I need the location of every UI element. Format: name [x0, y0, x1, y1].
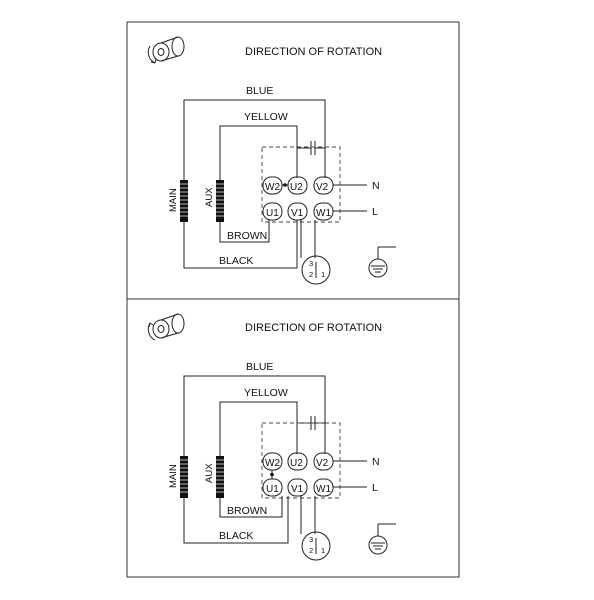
thermal-terminal-1: 1 [321, 270, 325, 279]
brown-wire [219, 220, 270, 243]
blue-wire [183, 375, 326, 456]
thermal-protector-icon: 3 2 1 [301, 255, 331, 285]
thermal-terminal-2: 2 [309, 270, 313, 279]
terminal-u1: U1 [262, 478, 283, 497]
yellow-wire-label: YELLOW [244, 387, 288, 399]
terminal-w2: W2 [262, 452, 283, 471]
black-wire-label: BLACK [219, 255, 253, 267]
terminal-w2-label: W2 [265, 182, 280, 193]
blue-wire-label: BLUE [246, 361, 273, 373]
brown-wire [219, 496, 283, 518]
terminal-w1: W1 [313, 202, 334, 221]
thermal-terminal-1: 1 [321, 546, 325, 555]
terminal-v1-label: V1 [291, 484, 304, 495]
terminal-u2: U2 [287, 452, 308, 471]
panel-frame [126, 21, 460, 300]
brown-wire-label: BROWN [227, 505, 267, 517]
blue-wire [183, 99, 326, 180]
yellow-wire-label: YELLOW [244, 111, 288, 123]
counterclockwise-rotation-icon [147, 313, 185, 341]
thermal-terminal-3: 3 [309, 259, 313, 268]
main-winding-label: MAIN [168, 188, 179, 212]
terminal-v2: V2 [313, 176, 334, 195]
terminal-w1-label: W1 [316, 208, 331, 219]
rotation-title: DIRECTION OF ROTATION [245, 322, 382, 334]
aux-winding-label: AUX [204, 463, 215, 483]
terminal-v1: V1 [287, 478, 308, 497]
terminal-v1: V1 [287, 202, 308, 221]
ground-icon [368, 523, 396, 555]
ground-icon [368, 246, 396, 278]
main-winding-label: MAIN [168, 464, 179, 488]
rotation-title: DIRECTION OF ROTATION [245, 46, 382, 58]
thermal-terminal-3: 3 [309, 535, 313, 544]
main-winding [180, 180, 188, 222]
black-wire-label: BLACK [219, 530, 253, 542]
terminal-u2: U2 [287, 176, 308, 195]
panel-bottom: DIRECTION OF ROTATION BLUE YELLOW MAIN A… [126, 298, 460, 578]
black-wire [183, 220, 298, 269]
aux-winding [216, 456, 224, 498]
yellow-wire [219, 125, 298, 180]
capacitor-icon [296, 416, 326, 452]
terminal-w1: W1 [313, 478, 334, 497]
panel-top: DIRECTION OF ROTATION BLUE YELLOW MAIN A… [126, 21, 460, 300]
terminal-u2-label: U2 [290, 458, 303, 469]
thermal-terminal-2: 2 [309, 546, 313, 555]
terminal-w2-label: W2 [265, 458, 280, 469]
black-wire [183, 496, 289, 544]
terminal-v2: V2 [313, 452, 334, 471]
aux-winding-label: AUX [204, 187, 215, 207]
thermal-protector-icon: 3 2 1 [301, 531, 331, 561]
capacitor-icon [296, 141, 326, 176]
yellow-wire [219, 401, 298, 456]
terminal-u1: U1 [262, 202, 283, 221]
terminal-w2: W2 [262, 176, 283, 195]
live-label: L [372, 482, 378, 494]
terminal-u1-label: U1 [266, 484, 279, 495]
clockwise-rotation-icon [147, 36, 185, 64]
terminal-v2-label: V2 [316, 182, 329, 193]
panel-frame [126, 298, 460, 578]
terminal-u2-label: U2 [290, 182, 303, 193]
neutral-label: N [372, 456, 380, 468]
live-label: L [372, 206, 378, 218]
terminal-w1-label: W1 [316, 484, 331, 495]
terminal-v1-label: V1 [291, 208, 304, 219]
aux-winding [216, 180, 224, 222]
terminal-v2-label: V2 [316, 458, 329, 469]
neutral-label: N [372, 180, 380, 192]
main-winding [180, 456, 188, 498]
terminal-u1-label: U1 [266, 208, 279, 219]
brown-wire-label: BROWN [227, 230, 267, 242]
blue-wire-label: BLUE [246, 85, 273, 97]
